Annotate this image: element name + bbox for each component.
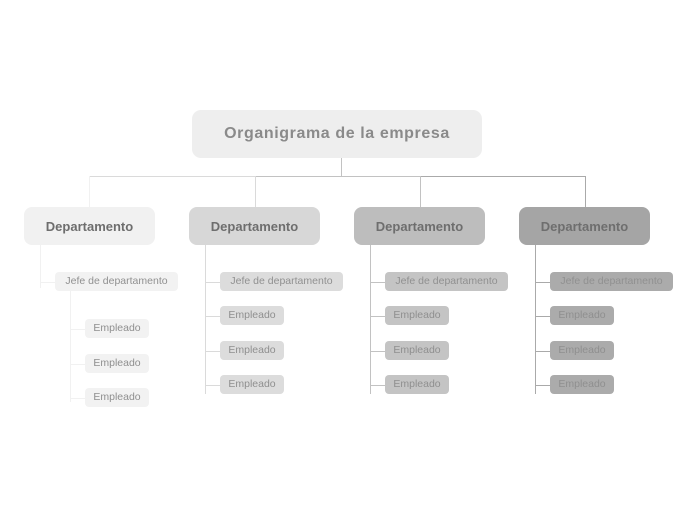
department-label: Departamento <box>375 218 464 234</box>
department-label: Departamento <box>210 218 299 234</box>
connector-stub <box>205 351 220 352</box>
chief-label: Jefe de departamento <box>65 275 168 288</box>
chief-chip[interactable]: Jefe de departamento <box>385 272 508 291</box>
department-node[interactable]: Departamento <box>24 207 155 245</box>
employee-chip[interactable]: Empleado <box>550 341 614 360</box>
root-node[interactable]: Organigrama de la empresa <box>192 110 482 158</box>
employee-label: Empleado <box>93 391 141 404</box>
employee-chip[interactable]: Empleado <box>85 354 149 373</box>
connector-stub <box>370 316 385 317</box>
employee-chip[interactable]: Empleado <box>385 375 449 394</box>
employee-label: Empleado <box>558 378 606 391</box>
connector-stub <box>370 351 385 352</box>
employee-chip[interactable]: Empleado <box>550 375 614 394</box>
department-spine <box>40 245 41 288</box>
employee-label: Empleado <box>558 309 606 322</box>
employee-label: Empleado <box>393 309 441 322</box>
connector-stub <box>205 282 220 283</box>
branch-drop <box>255 176 256 207</box>
branch-drop <box>585 176 586 207</box>
department-node[interactable]: Departamento <box>519 207 650 245</box>
department-spine <box>535 245 536 394</box>
chief-chip[interactable]: Jefe de departamento <box>55 272 178 291</box>
connector-stub <box>70 329 85 330</box>
branch-drop <box>420 176 421 207</box>
connector-stub <box>370 282 385 283</box>
department-spine <box>205 245 206 394</box>
employee-label: Empleado <box>228 309 276 322</box>
employee-label: Empleado <box>228 344 276 357</box>
employee-chip[interactable]: Empleado <box>220 341 284 360</box>
employee-label: Empleado <box>393 378 441 391</box>
employee-chip[interactable]: Empleado <box>220 306 284 325</box>
chief-label: Jefe de departamento <box>560 275 663 288</box>
root-stem <box>341 158 342 176</box>
chief-chip[interactable]: Jefe de departamento <box>220 272 343 291</box>
connector-stub <box>205 385 220 386</box>
connector-stub <box>205 316 220 317</box>
branch-drop <box>89 176 90 207</box>
bus-segment <box>255 176 421 177</box>
bus-segment <box>420 176 586 177</box>
employee-chip[interactable]: Empleado <box>550 306 614 325</box>
connector-stub <box>535 385 550 386</box>
chief-spine <box>70 291 71 402</box>
connector-stub <box>70 364 85 365</box>
root-label: Organigrama de la empresa <box>224 125 450 142</box>
department-label: Departamento <box>45 218 134 234</box>
connector-stub <box>70 398 85 399</box>
employee-label: Empleado <box>93 357 141 370</box>
employee-label: Empleado <box>93 322 141 335</box>
employee-label: Empleado <box>558 344 606 357</box>
chief-label: Jefe de departamento <box>230 275 333 288</box>
employee-chip[interactable]: Empleado <box>85 388 149 407</box>
department-node[interactable]: Departamento <box>189 207 320 245</box>
employee-chip[interactable]: Empleado <box>385 341 449 360</box>
employee-chip[interactable]: Empleado <box>385 306 449 325</box>
connector-stub <box>535 316 550 317</box>
department-spine <box>370 245 371 394</box>
employee-label: Empleado <box>393 344 441 357</box>
chief-label: Jefe de departamento <box>395 275 498 288</box>
bus-segment <box>89 176 256 177</box>
department-node[interactable]: Departamento <box>354 207 485 245</box>
employee-chip[interactable]: Empleado <box>220 375 284 394</box>
connector-stub <box>40 282 55 283</box>
employee-label: Empleado <box>228 378 276 391</box>
connector-stub <box>535 282 550 283</box>
chief-chip[interactable]: Jefe de departamento <box>550 272 673 291</box>
department-label: Departamento <box>540 218 629 234</box>
connector-stub <box>535 351 550 352</box>
connector-stub <box>370 385 385 386</box>
employee-chip[interactable]: Empleado <box>85 319 149 338</box>
